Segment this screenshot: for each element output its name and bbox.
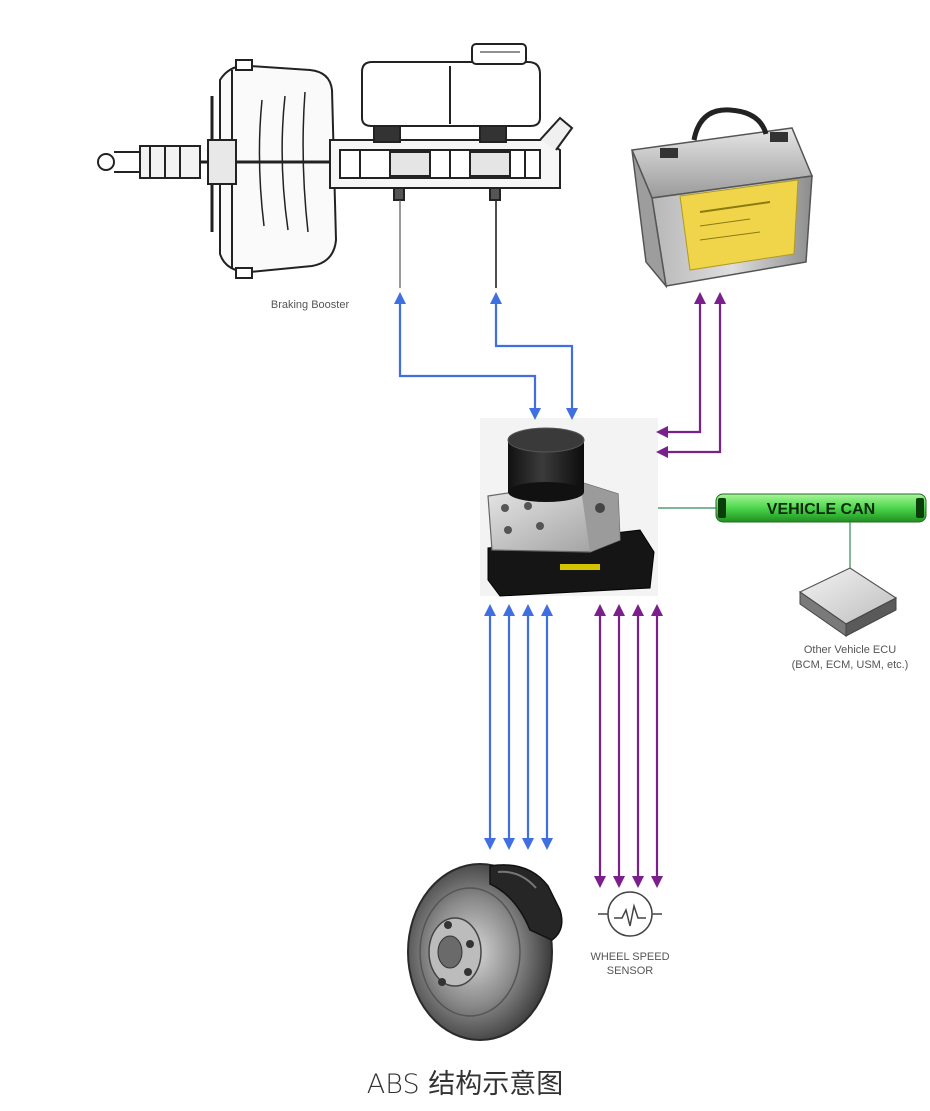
braking-booster-label: Braking Booster (271, 299, 350, 311)
other-ecu-illustration (798, 567, 898, 637)
figure-caption: ABS 结构示意图 (366, 1069, 564, 1100)
power-lines-battery (664, 300, 722, 454)
vehicle-can-bus: VEHICLE CAN (715, 493, 927, 523)
hydraulic-lines-booster (398, 300, 574, 412)
abs-modulator-illustration (480, 418, 658, 597)
hydraulic-arrowheads-wheel (484, 604, 553, 850)
brake-disc-illustration (407, 863, 563, 1041)
vehicle-can-label: VEHICLE CAN (767, 501, 875, 518)
other-ecu-label-line2: (BCM, ECM, USM, etc.) (792, 659, 909, 671)
other-ecu-label-line1: Other Vehicle ECU (804, 644, 896, 656)
hydraulic-arrowheads-booster (394, 292, 578, 420)
sensor-lines-wheel (598, 612, 659, 880)
hydraulic-lines-wheel (488, 612, 549, 842)
wheel-speed-sensor-symbol (598, 891, 662, 937)
wheel-speed-sensor-label-line2: SENSOR (607, 965, 654, 977)
braking-booster-illustration (97, 43, 574, 279)
battery-illustration (630, 107, 814, 289)
power-arrowheads-battery (656, 292, 726, 458)
sensor-arrowheads-wheel (594, 604, 663, 888)
wheel-speed-sensor-label-line1: WHEEL SPEED (590, 951, 669, 963)
